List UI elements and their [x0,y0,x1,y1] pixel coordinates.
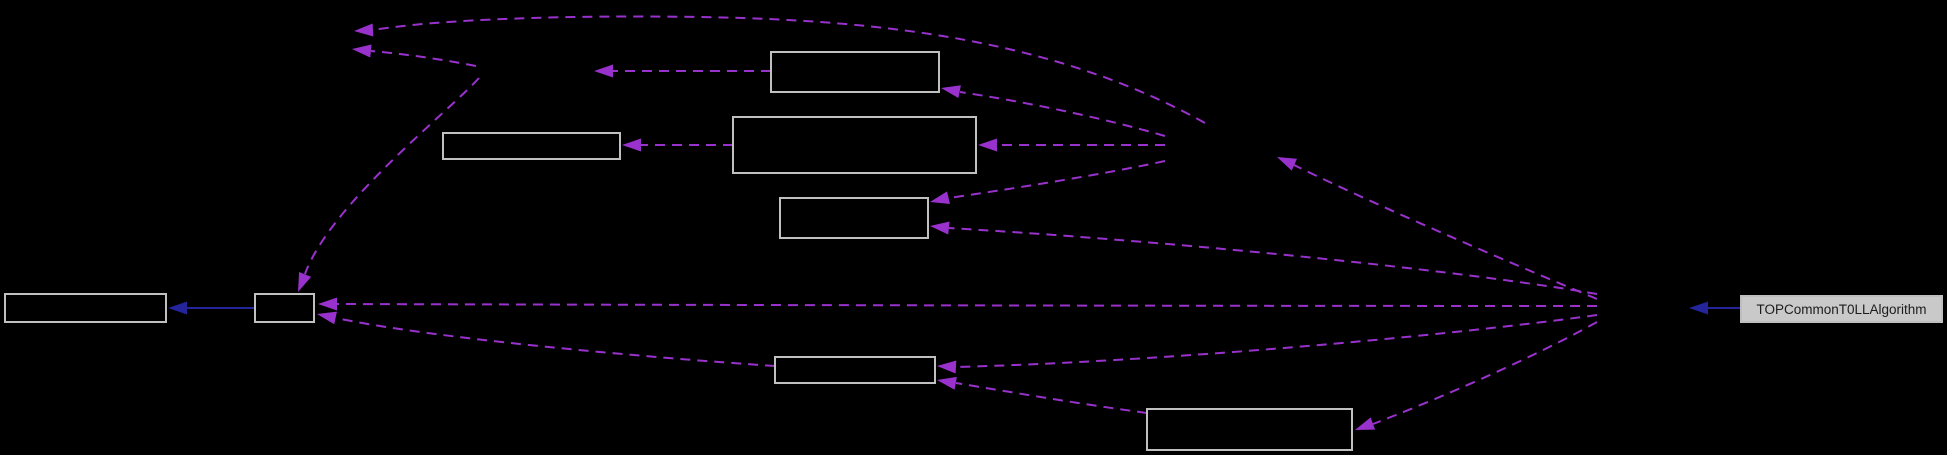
arrowhead-uses-fan-to-left-small [318,297,337,311]
arrowhead-uses-fan-to-bottom-center [937,360,957,374]
edge-uses-fan-to-bottom-center [955,314,1598,368]
arrowhead-uses-topbox-to-hidden-label [594,64,613,78]
edge-uses-hidden-to-center-upper [948,160,1166,199]
arrowhead-uses-long-top-curve [354,23,374,37]
class-box-center[interactable] [779,197,929,239]
class-box-mid-left[interactable] [442,132,621,160]
arrowhead-uses-fan-to-bottom-right [1355,417,1376,430]
arrowhead-uses-hidden-to-center-large [978,138,997,152]
class-box-bottom-center[interactable] [774,356,936,384]
edge-uses-fan-to-bottom-right [1372,321,1598,425]
edge-uses-curve-to-left-small-top [304,77,480,275]
edge-uses-to-topleft-label-2 [370,50,477,67]
class-box-top[interactable] [770,51,940,93]
arrowhead-inherit-left-small-to-far-left [168,301,187,315]
arrowhead-uses-hidden-to-center-upper [930,191,950,205]
class-box-bottom-right[interactable] [1146,408,1353,451]
edge-uses-bottomcenter-to-left-small [335,317,776,367]
edge-uses-bottomright-to-bottomcenter [955,382,1148,414]
arrowhead-uses-centerlarge-to-midleft [622,138,641,152]
class-box-center-large[interactable] [732,116,977,174]
edge-uses-hidden-to-top-box [959,91,1166,137]
arrowhead-uses-bottomright-to-bottomcenter [937,376,957,390]
arrowhead-uses-fan-to-hidden-mid [1277,157,1298,171]
edge-uses-fan-to-left-small [336,303,1598,307]
highlighted-class-box [1740,295,1943,323]
class-box-left-small[interactable] [254,293,315,323]
class-box-far-left[interactable] [4,293,167,323]
arrowhead-uses-bottomcenter-to-left-small [317,311,337,325]
arrowhead-uses-fan-to-center-lower [930,221,950,235]
edge-uses-fan-to-center-lower [948,227,1598,295]
highlighted-class-box-label: TOPCommonT0LLAlgorithm [1756,302,1926,317]
arrowhead-uses-curve-to-left-small-top [298,271,312,292]
edge-uses-long-top-curve [372,15,1206,124]
arrowhead-uses-to-topleft-label-2 [352,44,372,58]
arrowhead-uses-hidden-to-top-box [941,85,961,99]
arrowhead-inherit-highlight-to-base [1689,301,1708,315]
